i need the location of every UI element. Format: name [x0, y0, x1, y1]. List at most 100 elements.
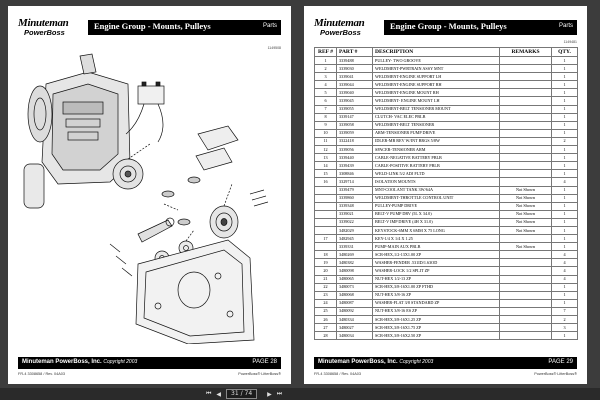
ref-cell — [314, 225, 337, 236]
part-cell: 3480087 — [336, 298, 373, 308]
description-cell: CABLE-POSITIVE BATTERY PBLB — [372, 161, 500, 171]
remarks-cell — [499, 331, 552, 341]
ref-cell: 17 — [314, 234, 337, 244]
ref-cell: 23 — [314, 290, 337, 300]
qty-cell: 1 — [551, 128, 578, 138]
footer-bar: Minuteman PowerBoss, Inc. Copyright 2003… — [18, 357, 281, 369]
part-cell: 3482945 — [336, 234, 373, 244]
description-cell: KEYSTOCK-6MM X 6MM X 75 LONG — [372, 225, 500, 236]
ref-cell: 15 — [314, 169, 337, 179]
qty-cell: 1 — [551, 55, 578, 66]
table-header-row: REF # PART # DESCRIPTION REMARKS QTY. — [314, 47, 578, 57]
last-page-icon[interactable]: ⏭ — [276, 390, 283, 397]
part-cell: 3480269 — [336, 250, 373, 260]
minuteman-logo: Minuteman PowerBoss — [18, 17, 69, 37]
qty-cell: 1 — [551, 145, 578, 155]
ref-cell: 14 — [314, 161, 337, 171]
ref-cell — [314, 242, 337, 252]
qty-cell: 1 — [551, 120, 578, 130]
footer-subline: FR-4 3308658 / Rev. 04A03 PowerBoss® Lit… — [18, 371, 281, 379]
description-cell: SCR-HEX,3/8-16X1.75 ZP — [372, 323, 500, 333]
remarks-cell: Not Shown — [499, 201, 552, 211]
part-cell: 3339479 — [336, 185, 373, 195]
remarks-cell — [499, 112, 552, 122]
ref-cell: 24 — [314, 298, 337, 308]
remarks-cell — [499, 290, 552, 300]
description-cell: KEY-1/4 X 1/4 X 1.25 — [372, 234, 500, 244]
section-tab: Parts — [262, 23, 277, 29]
part-cell: 3480098 — [336, 266, 373, 276]
part-cell: 3482029 — [336, 225, 373, 236]
prev-page-icon[interactable]: ◀ — [216, 390, 222, 398]
description-cell: NUT-HEX 3/8-16 ZP — [372, 290, 500, 300]
col-part: PART # — [336, 47, 373, 57]
description-cell: NUT-HEX 1/2-13 ZP — [372, 274, 500, 284]
description-cell: WELDMENT-BELT TENSIONER MOUNT — [372, 104, 500, 114]
col-qty: QTY. — [551, 47, 578, 57]
qty-cell: 1 — [551, 290, 578, 300]
description-cell: SCR-HEX,3/8-16X1.00 ZP FTHD — [372, 282, 500, 292]
figure-number: 1149481 — [563, 40, 577, 44]
remarks-cell: Not Shown — [499, 225, 552, 236]
footer-company: Minuteman PowerBoss, Inc. — [22, 359, 102, 365]
page-header: Minuteman PowerBoss Engine Group - Mount… — [314, 18, 577, 38]
description-cell: ARM-TENSIONER PUMP DRIVE — [372, 128, 500, 138]
qty-cell: 1 — [551, 331, 578, 341]
qty-cell: 2 — [551, 314, 578, 325]
description-cell: ISOLATION MOUNTS — [372, 177, 500, 187]
description-cell: SPACER-TENSIONER ARM — [372, 145, 500, 155]
description-cell: WELDMENT-ENGINE SUPPORT LH — [372, 72, 500, 82]
qty-cell: 4 — [551, 258, 578, 268]
page-indicator-input[interactable]: 31 / 74 — [226, 389, 258, 399]
description-cell: WELDMENT- ENGINE MOUNT LH — [372, 96, 500, 106]
footer-subline: FR-4 3308658 / Rev. 04A03 PowerBoss® Lit… — [314, 371, 577, 379]
qty-cell: 1 — [551, 169, 578, 179]
part-cell: 3339348 — [336, 201, 373, 211]
qty-cell: 1 — [551, 201, 578, 211]
description-cell: CLUTCH- VAC ELEC PBLB — [372, 112, 500, 122]
qty-cell: 4 — [551, 266, 578, 276]
part-cell: 3480065 — [336, 274, 373, 284]
ref-cell: 8 — [314, 112, 337, 122]
part-cell: 3339147 — [336, 112, 373, 122]
qty-cell: 1 — [551, 185, 578, 195]
qty-cell: 1 — [551, 64, 578, 74]
remarks-cell — [499, 104, 552, 114]
first-page-icon[interactable]: ⏮ — [206, 390, 212, 397]
description-cell: WASHER-FLAT 3/8 STANDARD ZP — [372, 298, 500, 308]
left-page: Minuteman PowerBoss Engine Group - Mount… — [8, 6, 291, 384]
remarks-cell: Not Shown — [499, 217, 552, 227]
part-cell: 3480034 — [336, 331, 373, 341]
footer-copyright: Copyright 2003 — [399, 359, 434, 365]
part-cell: 3339860 — [336, 193, 373, 203]
qty-cell: 1 — [551, 282, 578, 292]
minuteman-logo: Minuteman PowerBoss — [314, 17, 365, 37]
description-cell: WASHER-LOCK 1/2 SPLIT ZP — [372, 266, 500, 276]
next-page-icon[interactable]: ▶ — [267, 390, 272, 398]
ref-cell: 3 — [314, 72, 337, 82]
remarks-cell — [499, 72, 552, 82]
remarks-cell — [499, 136, 552, 147]
part-cell: 3480382 — [336, 258, 373, 268]
footer-bar: Minuteman PowerBoss, Inc. Copyright 2003… — [314, 357, 577, 369]
product-names: PowerBoss® LitterBoss® — [238, 372, 281, 376]
remarks-cell — [499, 88, 552, 98]
ref-cell — [314, 201, 337, 211]
right-page: Minuteman PowerBoss Engine Group - Mount… — [304, 6, 587, 384]
pager: ⏮ ◀ 31 / 74 ▶ ⏭ — [206, 389, 287, 399]
qty-cell: 1 — [551, 104, 578, 114]
part-cell: 3480092 — [336, 306, 373, 317]
